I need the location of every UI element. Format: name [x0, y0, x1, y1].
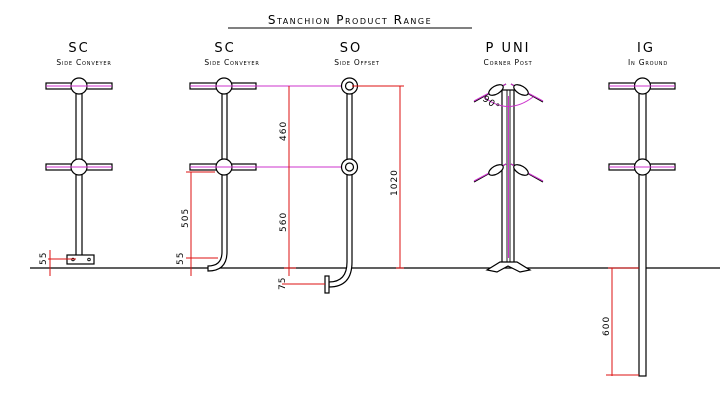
- product-label-sc-2: SC Side Conveyer: [204, 41, 259, 67]
- dim-offset-drop: 75: [278, 277, 288, 290]
- dim-angle: 90°: [480, 94, 501, 113]
- post: [328, 91, 353, 288]
- dim-lower-spacing: 560: [279, 212, 289, 232]
- dim-sc2-height: 505: [181, 208, 191, 228]
- stanchion-ig: 600: [602, 77, 676, 377]
- product-name: In Ground: [628, 58, 668, 67]
- offset-foot: [324, 275, 330, 294]
- product-code: SC: [214, 41, 235, 56]
- product-name: Side Conveyer: [204, 58, 259, 67]
- product-label-p-uni: P UNI Corner Post: [484, 41, 533, 67]
- drawing-title: Stanchion Product Range: [268, 13, 432, 27]
- product-code: SC: [68, 41, 89, 56]
- product-label-ig: IG In Ground: [628, 41, 668, 67]
- post: [638, 91, 647, 377]
- dim-in-ground-depth: 600: [602, 316, 612, 336]
- upper-right-clamp: [513, 84, 529, 96]
- product-code: P UNI: [485, 41, 530, 56]
- lower-right-clamp: [513, 164, 529, 176]
- base-plate: [485, 261, 532, 273]
- product-name: Side Offset: [334, 58, 380, 67]
- product-name: Corner Post: [484, 58, 533, 67]
- stanchion-sc-1: 55: [39, 77, 113, 276]
- product-label-so: SO Side Offset: [334, 41, 380, 67]
- upper-left-clamp: [488, 84, 504, 96]
- product-label-sc-1: SC Side Conveyer: [56, 41, 111, 67]
- dim-sc2-base: 55: [176, 252, 186, 265]
- angle-arc: [483, 96, 534, 107]
- product-name: Side Conveyer: [56, 58, 111, 67]
- dim-total-height: 1020: [390, 169, 400, 196]
- dim-sc1-base: 55: [39, 252, 49, 265]
- stanchion-p-uni: 90°: [473, 83, 544, 273]
- post: [207, 91, 228, 272]
- product-code: SO: [340, 41, 362, 56]
- stanchion-so: 75 460 560 1020: [278, 77, 404, 294]
- lower-clamp-inner: [344, 162, 355, 172]
- stanchion-sc-2: 505 55: [176, 77, 400, 276]
- product-code: IG: [637, 41, 655, 56]
- dim-upper-spacing: 460: [279, 121, 289, 141]
- lower-left-clamp: [488, 164, 504, 176]
- bolt-hole: [87, 257, 91, 262]
